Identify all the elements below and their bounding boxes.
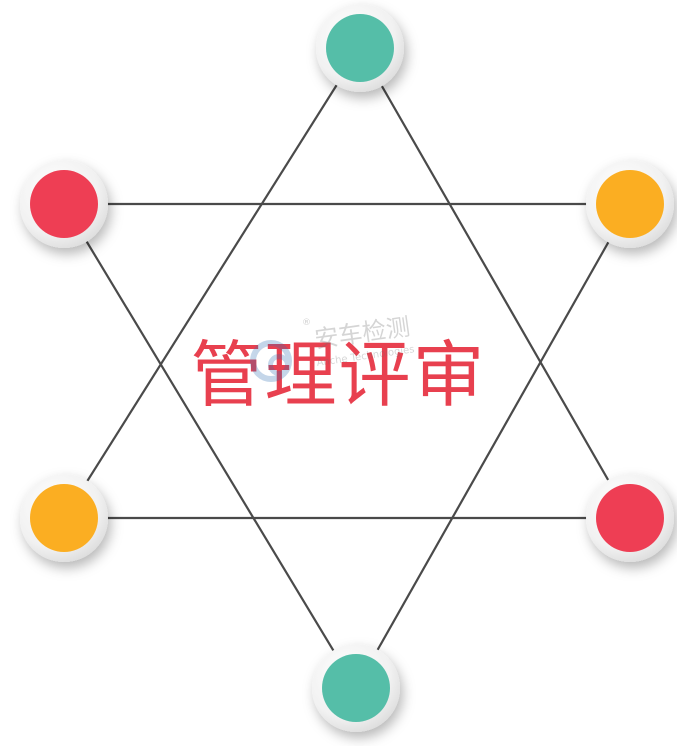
diagram-title: 管理评审: [190, 333, 487, 417]
node-upper-right: [586, 160, 674, 248]
connector-line-lower-left-to-top: [63, 47, 361, 519]
node-dot-lower-right: [596, 484, 664, 552]
node-upper-left: [20, 160, 108, 248]
node-dot-upper-left: [30, 170, 98, 238]
node-dot-bottom: [322, 654, 390, 722]
node-dot-lower-left: [30, 484, 98, 552]
node-dot-top: [326, 14, 394, 82]
nodes: [20, 4, 674, 732]
node-dot-upper-right: [596, 170, 664, 238]
connector-line-bottom-to-upper-left: [63, 203, 357, 689]
connector-line-upper-right-to-bottom: [355, 203, 631, 689]
node-lower-right: [586, 474, 674, 562]
connector-line-top-to-lower-right: [359, 47, 631, 519]
node-lower-left: [20, 474, 108, 562]
node-top: [316, 4, 404, 92]
node-bottom: [312, 644, 400, 732]
connector-lines: [63, 47, 631, 689]
